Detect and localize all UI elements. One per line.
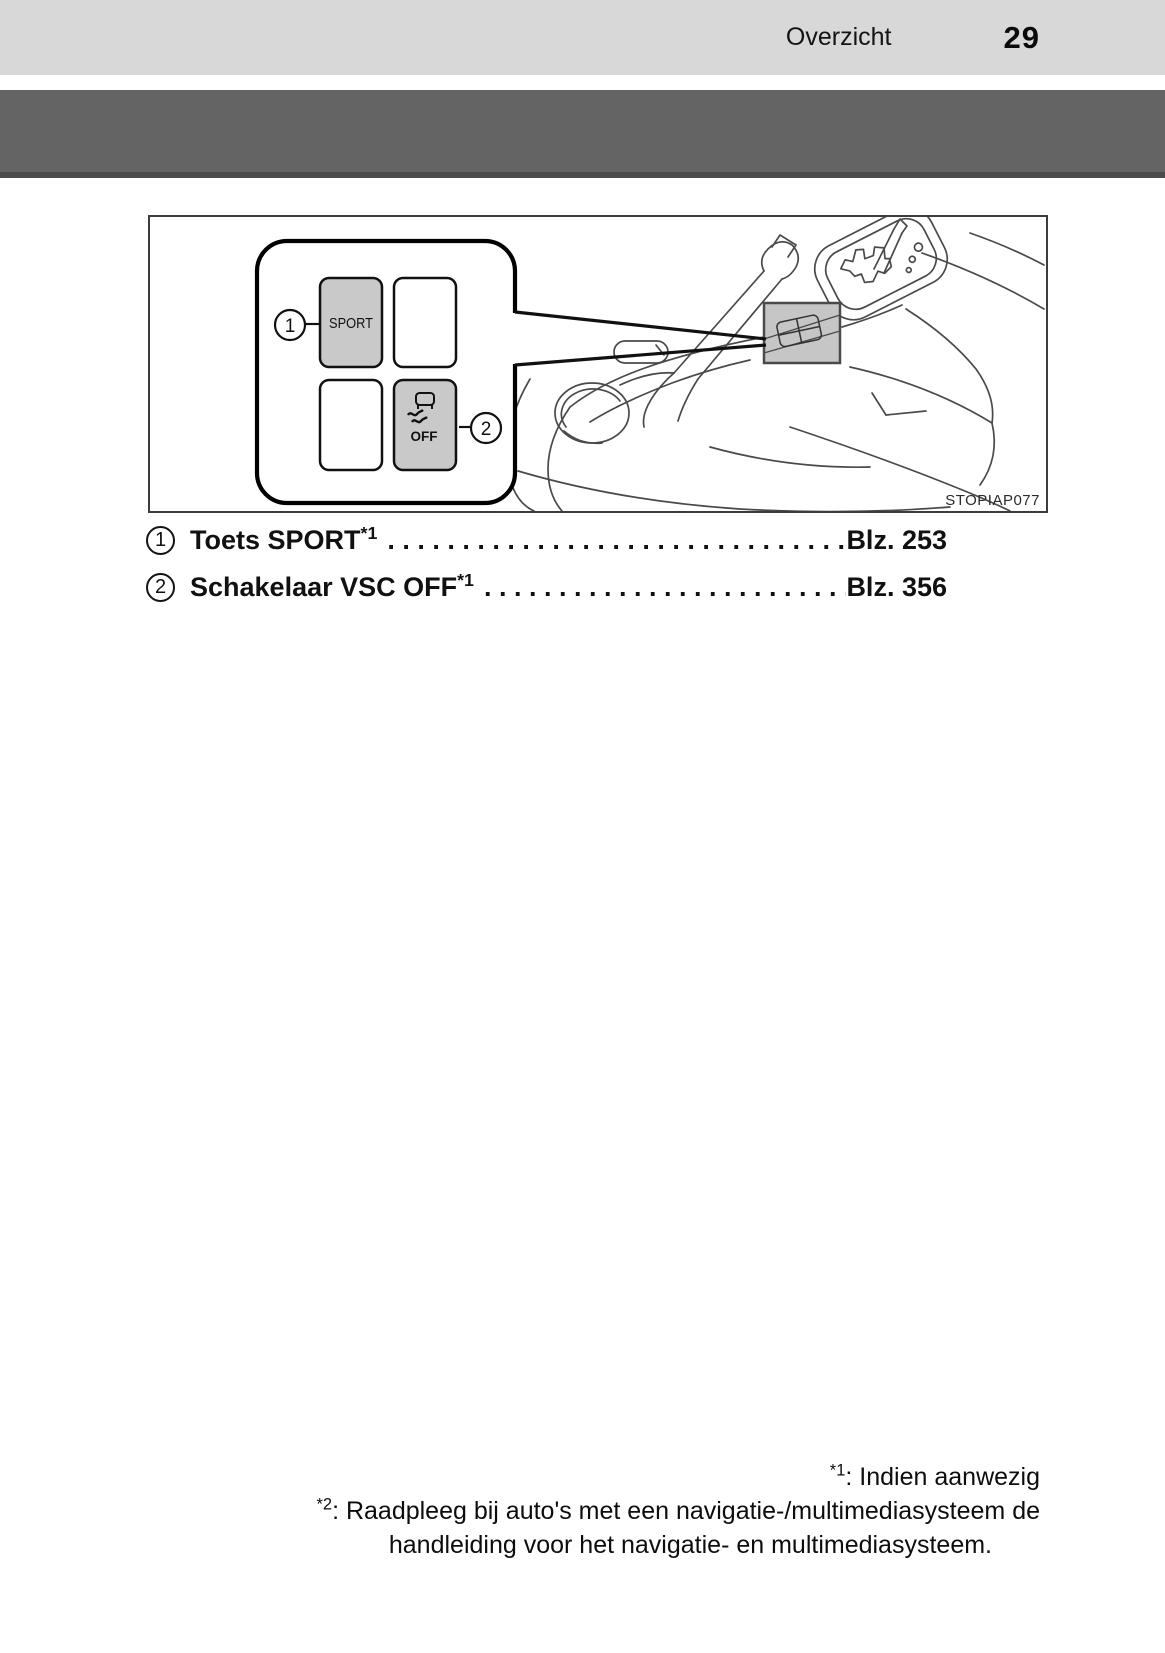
dot-leader: . . . . . . . . . . . . . . . . . . . . …	[387, 525, 846, 555]
footnote-text: : Raadpleeg bij auto's met een navigatie…	[332, 1497, 1040, 1525]
cupholder	[554, 382, 630, 445]
footnote-line: handleiding voor het navigatie- en multi…	[0, 1528, 1040, 1562]
figure-caption: STOPIAP077	[945, 492, 1040, 509]
vsc-off-icon	[406, 392, 435, 424]
sport-button-label: SPORT	[329, 315, 373, 332]
sport-button	[318, 276, 384, 369]
header-band: Overzicht 29	[0, 0, 1165, 75]
legend-number-badge: 2	[146, 572, 175, 602]
legend-item: 1 Toets SPORT*1 . . . . . . . . . . . . …	[146, 523, 947, 557]
footnote-line: *1: Indien aanwezig	[0, 1460, 1040, 1494]
dot-leader: . . . . . . . . . . . . . . . . . . . . …	[483, 572, 846, 602]
vsc-off-button	[392, 378, 458, 472]
console-illustration-svg: SPORT OFF 1	[254, 207, 1045, 513]
blank-button-top-right	[392, 276, 458, 369]
legend-page-ref: Blz. 253	[846, 525, 947, 555]
vsc-off-button-label: OFF	[411, 429, 438, 444]
chapter-accent-band	[0, 90, 1165, 178]
footnote-text: : Indien aanwezig	[845, 1463, 1040, 1491]
footnote-text: handleiding voor het navigatie- en multi…	[388, 1531, 992, 1559]
highlight-square	[762, 301, 842, 365]
legend-item-label: Schakelaar VSC OFF*1	[190, 570, 474, 604]
blank-button-bottom-left	[318, 378, 384, 472]
legend-footnote-ref: *1	[360, 523, 378, 543]
svg-text:1: 1	[285, 316, 296, 337]
legend-item-label: Toets SPORT*1	[190, 523, 377, 557]
section-title: Overzicht	[785, 23, 892, 51]
legend-page-ref: Blz. 356	[846, 572, 947, 602]
switch-cluster-mini	[776, 314, 823, 348]
parking-brake-lever	[619, 234, 800, 428]
callout-circle-1: 1	[273, 308, 320, 342]
shift-lever	[873, 218, 908, 274]
footnote-marker: *1	[829, 1461, 846, 1480]
footnote-line: *2: Raadpleeg bij auto's met een navigat…	[0, 1494, 1040, 1528]
legend-label-text: Schakelaar VSC OFF	[190, 572, 458, 602]
footnotes-block: *1: Indien aanwezig *2: Raadpleeg bij au…	[0, 1460, 1040, 1562]
gear-shifter-plate	[813, 207, 949, 321]
legend-item: 2 Schakelaar VSC OFF*1 . . . . . . . . .…	[146, 570, 947, 604]
legend-footnote-ref: *1	[457, 570, 474, 590]
switch-panel-callout: SPORT OFF 1	[254, 238, 767, 506]
callout-circle-2: 2	[459, 411, 503, 445]
figure-panel: SPORT OFF 1	[148, 207, 1048, 513]
svg-text:2: 2	[481, 419, 492, 440]
footnote-marker: *2	[316, 1495, 333, 1514]
legend-number-badge: 1	[146, 525, 175, 555]
page-number: 29	[1003, 19, 1040, 55]
legend-label-text: Toets SPORT	[190, 525, 361, 555]
